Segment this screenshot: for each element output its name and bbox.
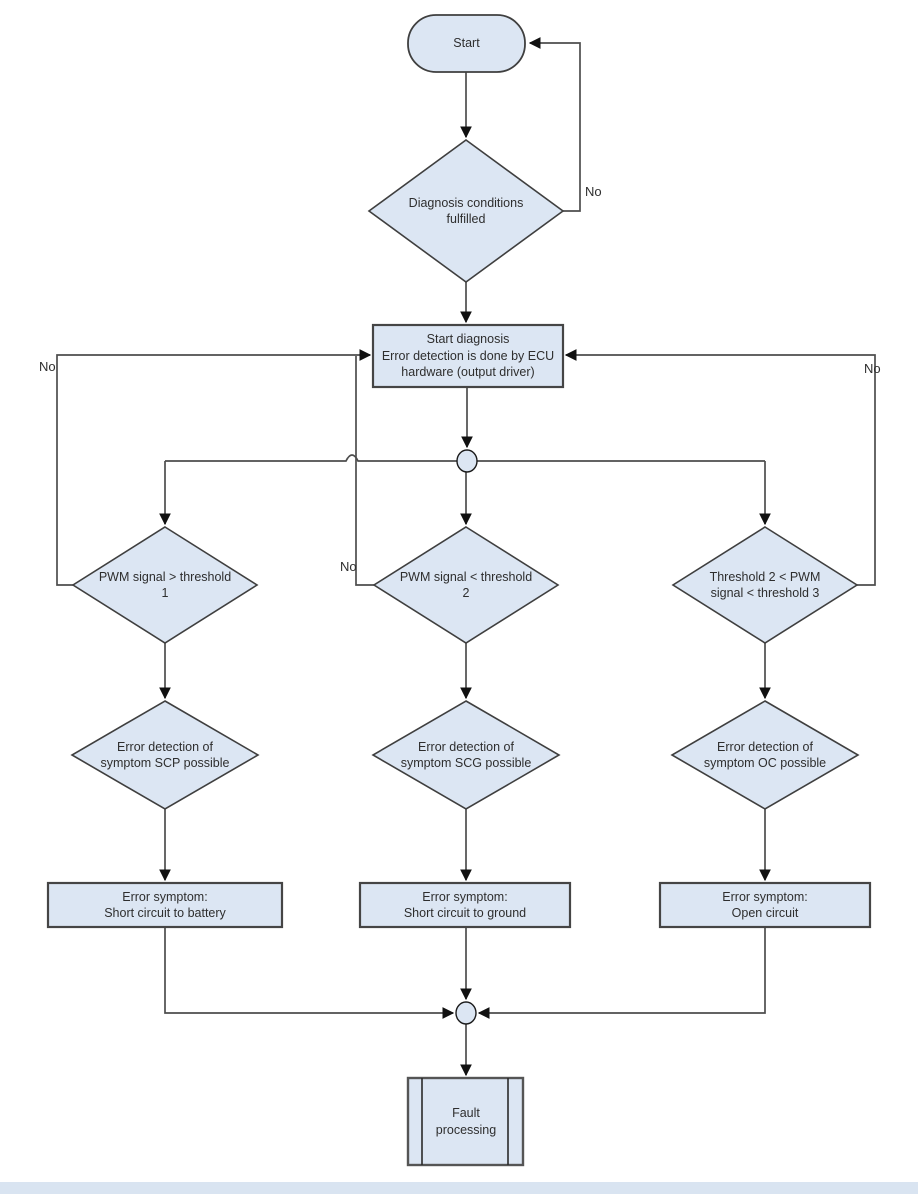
edge-open-to-junction2 (477, 927, 766, 1019)
decision-scg-possible-shape (371, 700, 561, 810)
process-start-diagnosis-shape (371, 323, 565, 389)
edge-no-left-back (56, 349, 372, 586)
decision-threshold2-pwm-threshold3-shape (671, 526, 859, 644)
process-symptom-open-shape (658, 881, 872, 929)
junction-top-circle (456, 449, 478, 473)
decision-oc-possible-shape (670, 700, 860, 810)
junction-bottom-circle (455, 1001, 477, 1025)
edge-no-loop-to-start (528, 37, 581, 212)
process-symptom-ground-shape (358, 881, 572, 929)
edge-junction-horizontal-left (165, 454, 457, 462)
process-symptom-battery-shape (46, 881, 284, 929)
edge-battery-to-junction2 (164, 927, 455, 1019)
decision-pwm-gt-threshold1-shape (71, 526, 259, 644)
page-bottom-strip (0, 1182, 918, 1194)
edge-no-middle-back (355, 356, 374, 586)
decision-pwm-lt-threshold2-shape (372, 526, 560, 644)
predefined-fault-processing-shape (406, 1076, 525, 1167)
predefined-process-bars (421, 1078, 509, 1165)
edge-no-right-back (564, 349, 876, 586)
start-terminator-shape (407, 14, 526, 73)
decision-diagnosis-conditions-shape (367, 139, 565, 283)
decision-scp-possible-shape (70, 700, 260, 810)
